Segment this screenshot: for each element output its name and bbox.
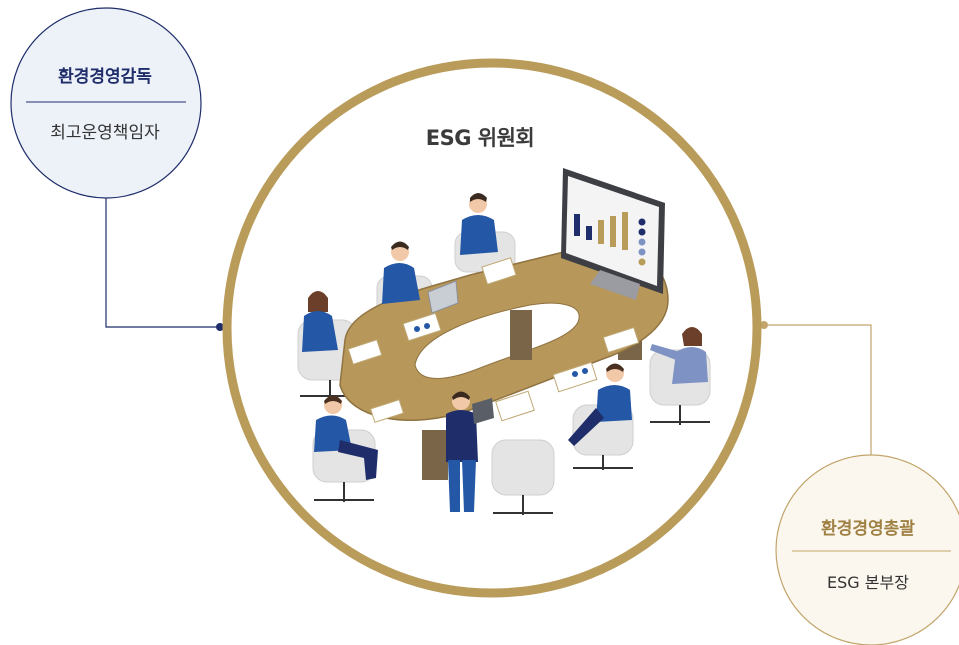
presentation-monitor (561, 168, 665, 300)
person-left-front (314, 395, 378, 480)
table-center-pillar (510, 310, 532, 360)
paper-5 (495, 390, 535, 422)
right-node-circle (775, 454, 959, 645)
table-leg-left (422, 430, 448, 480)
left-connector-dot (216, 323, 224, 331)
right-connector-line (764, 324, 872, 455)
person-left-middle (302, 291, 338, 352)
esg-committee-title: ESG 위원회 (425, 126, 535, 150)
chair-front-center (491, 439, 555, 496)
person-left-upper (382, 241, 420, 304)
paper-1 (481, 257, 517, 285)
right-node-title: 환경경영총괄 (821, 519, 915, 539)
meeting-illustration (297, 168, 711, 515)
paper-3 (347, 339, 383, 365)
left-node-subtitle: 최고운영책임자 (50, 123, 160, 143)
person-right-front (568, 363, 632, 446)
right-connector-dot (760, 321, 768, 329)
paper-7 (602, 326, 640, 354)
left-node-circle (10, 7, 202, 199)
paper-4 (369, 399, 405, 423)
table-center-opening (414, 302, 580, 379)
laptop (427, 280, 459, 314)
person-top (460, 193, 498, 255)
left-node-title: 환경경영감독 (58, 67, 152, 87)
paper-2 (402, 312, 442, 342)
right-node-subtitle: ESG 본부장 (827, 573, 909, 592)
person-right (650, 327, 708, 384)
person-standing (446, 391, 494, 512)
left-connector-line (105, 197, 220, 328)
